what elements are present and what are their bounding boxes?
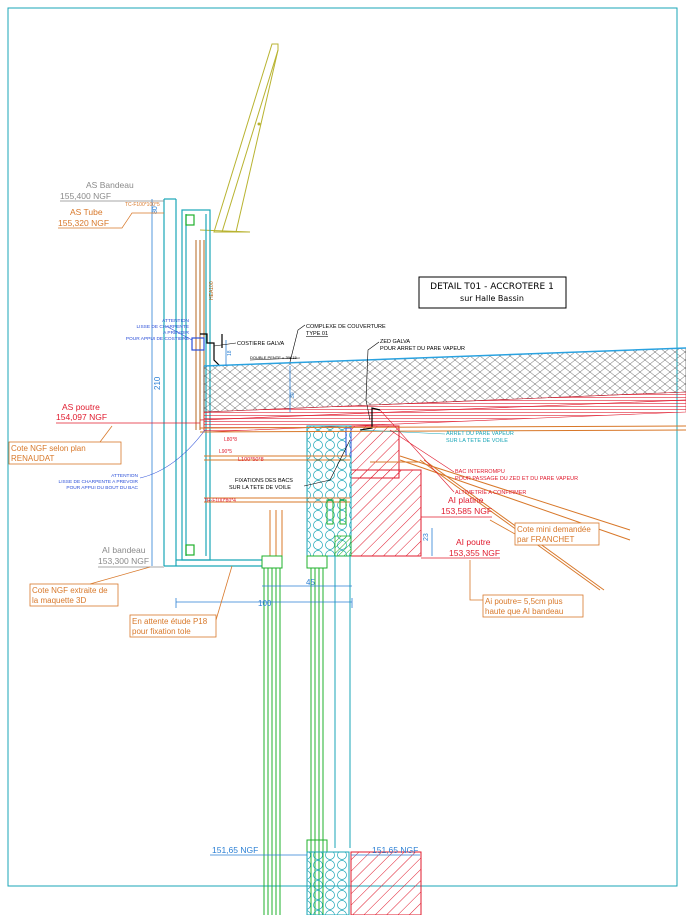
svg-text:ATTENTION: ATTENTION [111, 473, 138, 479]
svg-text:POUR APPUI DU BOUT DU BAC: POUR APPUI DU BOUT DU BAC [66, 485, 138, 491]
bottom-left-level: 151,65 NGF [212, 845, 258, 855]
svg-text:LISSE DE CHARPENTE A PREVOIR: LISSE DE CHARPENTE A PREVOIR [59, 479, 139, 485]
slope-label: DOUBLE PENTE = 3% [250, 355, 292, 360]
svg-text:SUR LA TETE DE VOILE: SUR LA TETE DE VOILE [229, 485, 291, 491]
lisse-costiere [191, 337, 205, 351]
svg-text:ALTIMETRIE A CONFIRMER: ALTIMETRIE A CONFIRMER [455, 490, 526, 496]
svg-text:Cote NGF extraite de: Cote NGF extraite de [32, 586, 108, 595]
svg-text:POUR PASSAGE DU ZED ET DU PARE: POUR PASSAGE DU ZED ET DU PARE VAPEUR [455, 476, 578, 482]
note-ai-poutre: Ai poutre= 5,5cm plus haute que AI bande… [469, 560, 584, 618]
as-bandeau-value: 155,400 NGF [60, 191, 111, 201]
profile-tc-label: TC-F100*100*5 [125, 202, 160, 208]
ai-bandeau-label: AI bandeau [102, 545, 146, 555]
callout-attention-1: ATTENTION LISSE DE CHARPENTE A PREVOIR P… [126, 318, 193, 342]
svg-text:TYPE 01: TYPE 01 [306, 331, 328, 337]
anchor-bolts [326, 499, 347, 525]
svg-text:ARRET DU PARE VAPEUR: ARRET DU PARE VAPEUR [446, 431, 514, 437]
svg-text:POUR APPUI DE COSTIERE: POUR APPUI DE COSTIERE [126, 336, 189, 342]
foundation-insulation [306, 851, 350, 915]
dim-18: 18 [227, 350, 233, 356]
note-cote-plan: Cote NGF selon plan RENAUDAT [8, 425, 122, 465]
svg-text:Cote NGF selon plan: Cote NGF selon plan [11, 444, 86, 453]
note-cote-mini: Cote mini demandée par FRANCHET [489, 519, 600, 546]
dim-210: 210 [153, 376, 162, 390]
foundation-concrete [350, 851, 422, 915]
hinged-panel [199, 43, 279, 233]
as-tube-label: AS Tube [70, 207, 103, 217]
as-poutre-value: 154,097 NGF [56, 412, 107, 422]
zed-galva [359, 407, 381, 431]
ai-platine-label: AI platine [448, 495, 484, 505]
costiere [200, 333, 223, 367]
svg-text:COSTIERE GALVA: COSTIERE GALVA [237, 341, 285, 347]
dim-30: 30 [290, 392, 296, 398]
ai-poutre-value: 153,355 NGF [449, 548, 500, 558]
svg-text:BAC INTERROMPU: BAC INTERROMPU [455, 469, 505, 475]
callout-bac: BAC INTERROMPU POUR PASSAGE DU ZED ET DU… [389, 429, 578, 482]
profile-hea-label: HEA100 [209, 281, 215, 300]
dim-100: 100 [258, 599, 272, 608]
profile-labels: L80*8 L90*5 L100*50*8 TR-F100*80*4 [204, 437, 264, 504]
note-cote-maquette: Cote NGF extraite de la maquette 3D [29, 566, 151, 607]
callout-arret-pv: ARRET DU PARE VAPEUR SUR LA TETE DE VOIL… [359, 429, 514, 444]
svg-text:TR-F100*80*4: TR-F100*80*4 [204, 498, 236, 504]
callout-costiere: COSTIERE GALVA [213, 341, 285, 347]
dim-80: 80 [152, 206, 159, 214]
svg-text:FIXATIONS DES BACS: FIXATIONS DES BACS [235, 478, 293, 484]
roof-complex [199, 347, 686, 433]
glazing-mullion [261, 555, 328, 915]
dim-23: 23 [423, 533, 430, 541]
svg-text:LISSE DE CHARPENTE: LISSE DE CHARPENTE [136, 324, 189, 330]
svg-text:L80*8: L80*8 [224, 437, 237, 443]
title-box [418, 276, 567, 309]
svg-text:haute que AI bandeau: haute que AI bandeau [485, 607, 563, 616]
as-bandeau-label: AS Bandeau [86, 180, 134, 190]
svg-text:pour fixation tole: pour fixation tole [132, 627, 191, 636]
svg-text:ATTENTION: ATTENTION [162, 318, 189, 324]
hea-column [195, 240, 205, 430]
svg-text:par FRANCHET: par FRANCHET [517, 535, 574, 544]
ai-platine-value: 153,585 NGF [441, 506, 492, 516]
voile-foot [334, 535, 352, 557]
title-line-1: DETAIL T01 - ACCROTERE 1 [430, 282, 554, 292]
svg-text:SUR LA TETE DE VOILE: SUR LA TETE DE VOILE [446, 438, 508, 444]
as-tube-leader [58, 212, 164, 229]
concrete-beam [350, 425, 422, 557]
callout-altimetrie: ALTIMETRIE A CONFIRMER [379, 409, 526, 496]
slope-angle: 1.15 [289, 355, 298, 360]
callout-complexe: COMPLEXE DE COUVERTURE TYPE 01 [289, 324, 386, 363]
bottom-right-level: 151,65 NGF [372, 845, 418, 855]
dim-45: 45 [306, 578, 315, 587]
svg-text:la maquette 3D: la maquette 3D [32, 596, 86, 605]
svg-text:L100*50*8: L100*50*8 [238, 457, 264, 463]
svg-text:POUR ARRET DU PARE VAPEUR: POUR ARRET DU PARE VAPEUR [380, 346, 465, 352]
ai-poutre-label: AI poutre [456, 537, 491, 547]
svg-text:En attente étude P18: En attente étude P18 [132, 617, 208, 626]
callout-attention-2: ATTENTION LISSE DE CHARPENTE A PREVOIR P… [59, 429, 206, 491]
ai-bandeau-value: 153,300 NGF [98, 556, 149, 566]
svg-text:ZED GALVA: ZED GALVA [380, 339, 410, 345]
callout-fixations: FIXATIONS DES BACS SUR LA TETE DE VOILE [229, 439, 351, 491]
steel-members [199, 425, 686, 591]
voile-insulation [306, 425, 352, 557]
svg-text:A PREVOIR: A PREVOIR [163, 330, 189, 336]
as-tube-value: 155,320 NGF [58, 218, 109, 228]
svg-text:RENAUDAT: RENAUDAT [11, 454, 55, 463]
svg-text:Cote mini demandée: Cote mini demandée [517, 525, 591, 534]
svg-text:L90*5: L90*5 [219, 449, 232, 455]
svg-text:Ai poutre= 5,5cm plus: Ai poutre= 5,5cm plus [485, 597, 563, 606]
title-line-2: sur Halle Bassin [460, 294, 524, 303]
svg-text:COMPLEXE DE COUVERTURE: COMPLEXE DE COUVERTURE [306, 324, 386, 330]
as-poutre-label: AS poutre [62, 402, 100, 412]
callout-zed: ZED GALVA POUR ARRET DU PARE VAPEUR [365, 339, 465, 421]
note-attente-p18: En attente étude P18 pour fixation tole [129, 565, 233, 638]
